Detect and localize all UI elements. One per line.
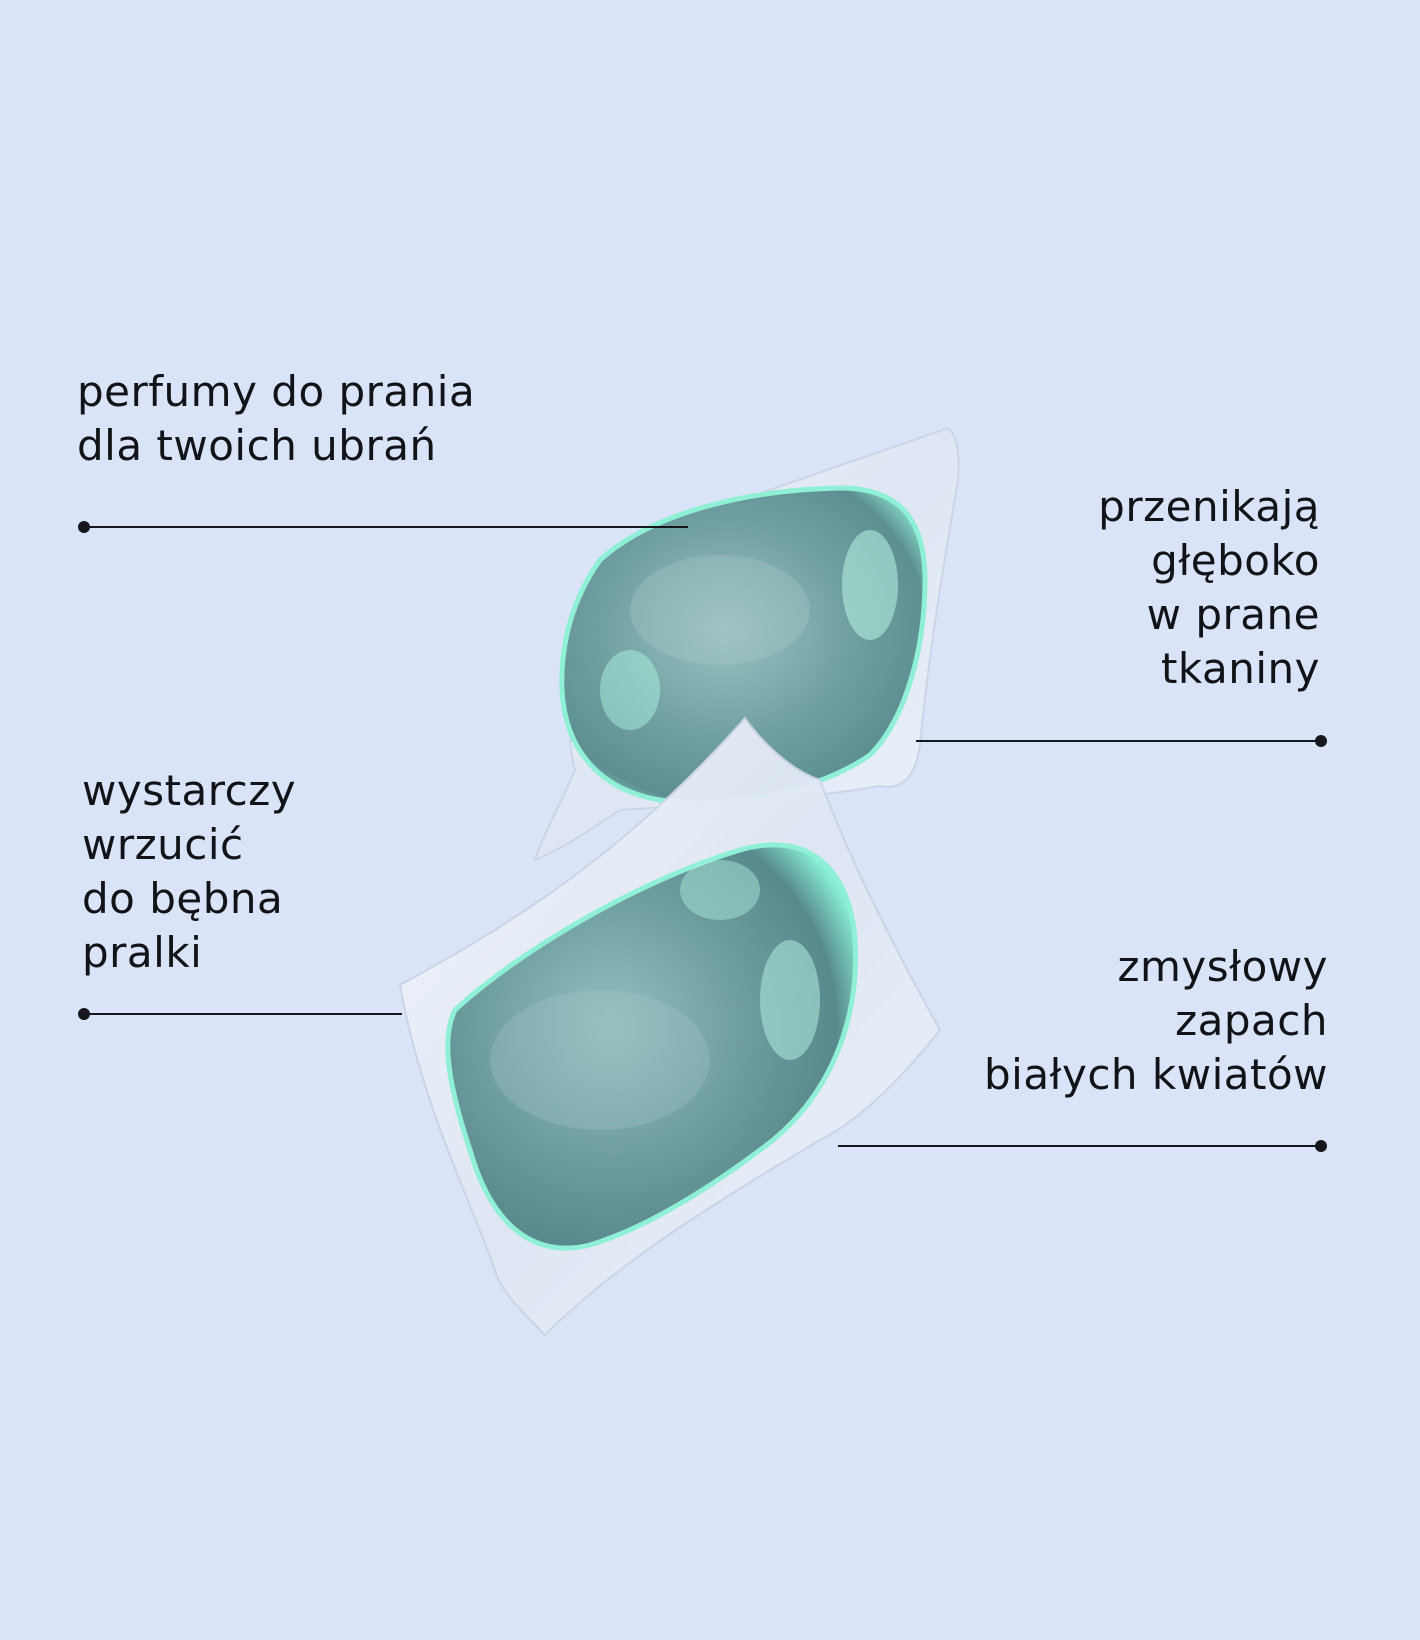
callout-penetration-line (916, 740, 1321, 742)
callout-penetration-text: przenikają głęboko w prane tkaniny (1098, 482, 1320, 693)
callout-usage-line (84, 1013, 402, 1015)
callout-penetration-dot (1315, 735, 1327, 747)
lower-laundry-pod-icon (398, 716, 942, 1337)
callout-fragrance-text: perfumy do prania dla twoich ubrań (77, 367, 476, 470)
callout-scent-dot (1315, 1140, 1327, 1152)
callout-usage-text: wystarczy wrzucić do bębna pralki (82, 766, 297, 977)
callout-fragrance-line (84, 526, 688, 528)
callout-scent-line (838, 1145, 1321, 1147)
upper-laundry-pod-icon (533, 426, 960, 862)
callout-scent-text: zmysłowy zapach białych kwiatów (983, 942, 1328, 1099)
